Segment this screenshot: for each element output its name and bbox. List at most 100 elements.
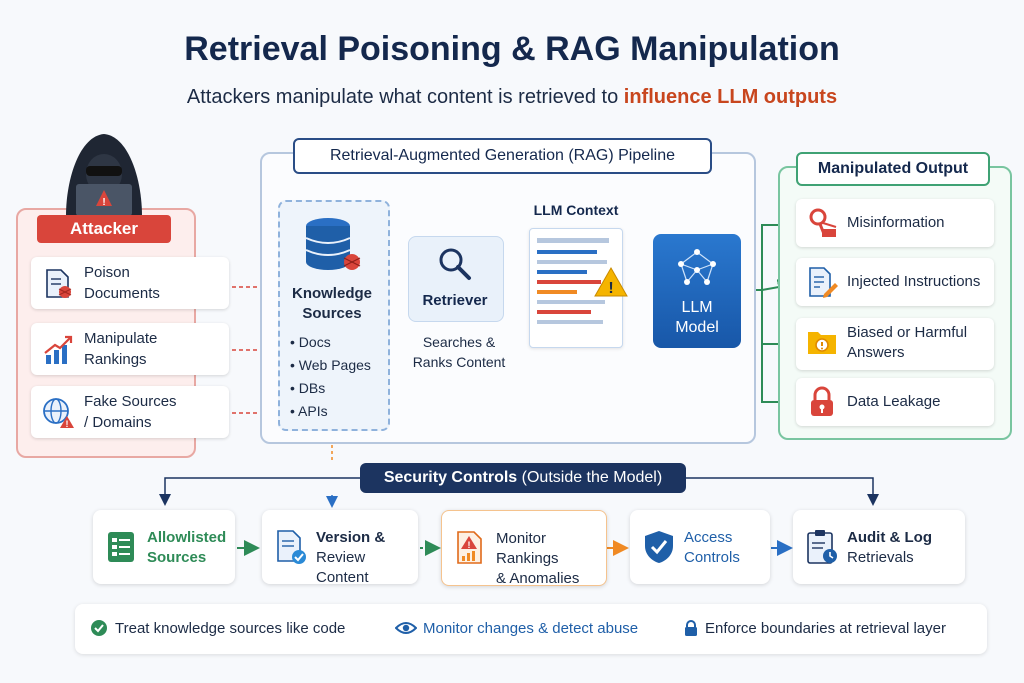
hooded-hacker-icon: !	[66, 134, 142, 216]
output-card-label: Injected Instructions	[847, 273, 981, 290]
list-item: • APIs	[290, 403, 328, 419]
database-bug-icon	[305, 218, 361, 270]
magnifier-icon	[439, 248, 471, 280]
knowledge-sources-list: • Docs • Web Pages • DBs • APIs	[290, 331, 371, 423]
practice-text: Enforce boundaries at retrieval layer	[705, 620, 946, 637]
label-line: Fake Sources	[84, 393, 177, 410]
retriever-description: Searches & Ranks Content	[405, 332, 513, 372]
attack-card-label: Poison Documents	[84, 262, 160, 304]
label-line: Controls	[684, 549, 740, 566]
warning-folder-icon	[808, 332, 836, 354]
output-card-label: Biased or Harmful Answers	[847, 323, 992, 363]
label-line: Documents	[84, 285, 160, 302]
label-line: Rankings	[84, 351, 147, 368]
padlock-icon	[811, 386, 833, 416]
label-line: Review Content	[316, 549, 369, 586]
output-card-label: Misinformation	[847, 214, 945, 231]
list-item-text: APIs	[298, 403, 328, 419]
list-item: • Docs	[290, 334, 331, 350]
security-card-label: Version & Review Content	[316, 528, 418, 588]
security-card-audit-log: Audit & Log Retrievals	[793, 510, 965, 584]
manipulated-output-label: Manipulated Output	[796, 152, 990, 186]
security-card-monitor-rankings: ! Monitor Rankings & Anomalies	[441, 510, 607, 589]
attack-card-manipulate-rankings: Manipulate Rankings	[31, 323, 229, 375]
list-item-text: Docs	[298, 334, 331, 350]
output-card-injected-instructions: Injected Instructions	[796, 258, 994, 306]
output-card-data-leakage: Data Leakage	[796, 378, 994, 426]
check-circle-icon	[91, 620, 107, 636]
checklist-icon	[108, 532, 134, 562]
misinformation-icon	[809, 208, 837, 237]
label-line: / Domains	[84, 414, 152, 431]
attack-card-fake-sources: ! Fake Sources / Domains	[31, 386, 229, 438]
practice-item: Treat knowledge sources like code	[91, 620, 345, 637]
attack-card-label: Manipulate Rankings	[84, 328, 157, 370]
audit-clipboard-icon	[807, 530, 837, 564]
label-line: Model	[675, 319, 719, 336]
retriever-label: Retriever	[422, 292, 488, 309]
svg-text:!: !	[468, 540, 471, 550]
practice-item: Monitor changes & detect abuse	[394, 620, 639, 637]
alert-chart-icon: !	[457, 531, 482, 564]
label-line: Sources	[147, 549, 207, 566]
page-title: Retrieval Poisoning & RAG Manipulation	[184, 30, 840, 68]
security-label-rest: (Outside the Model)	[521, 469, 663, 486]
context-document-icon: !	[537, 238, 628, 324]
list-item: • Web Pages	[290, 357, 371, 373]
security-card-allowlisted-sources: Allowlisted Sources	[93, 510, 235, 584]
edited-document-icon	[809, 267, 838, 298]
globe-warning-icon: !	[43, 398, 74, 429]
practice-text: Treat knowledge sources like code	[115, 620, 346, 637]
llm-context-label: LLM Context	[533, 202, 619, 218]
list-item: • DBs	[290, 380, 326, 396]
label-line: & Anomalies	[496, 570, 580, 587]
attack-card-poison-documents: Poison Documents	[31, 257, 229, 309]
label-line: Answers	[847, 344, 905, 361]
label-line: Audit & Log	[847, 529, 932, 546]
label-line: Access	[684, 529, 733, 546]
svg-text:!: !	[608, 280, 613, 297]
knowledge-sources-title: Knowledge Sources	[278, 284, 386, 324]
title-line: Sources	[302, 305, 362, 322]
lock-icon	[685, 620, 697, 636]
security-card-label: Access Controls	[684, 528, 740, 568]
label-line: Manipulate	[84, 330, 158, 347]
document-check-icon	[277, 530, 306, 564]
label-line: Monitor Rankings	[496, 530, 559, 567]
label-line: LLM	[681, 299, 713, 316]
attack-card-label: Fake Sources / Domains	[84, 391, 177, 433]
list-item-text: DBs	[298, 380, 326, 396]
label-line: Version &	[316, 529, 386, 546]
practice-text: Monitor changes & detect abuse	[423, 620, 639, 637]
svg-text:!: !	[102, 197, 105, 208]
list-item-text: Web Pages	[298, 357, 371, 373]
desc-line: Ranks Content	[412, 354, 506, 370]
output-card-label: Data Leakage	[847, 393, 941, 410]
label-line: Poison	[84, 264, 130, 281]
output-card-biased-answers: Biased or Harmful Answers	[796, 318, 994, 370]
security-card-label: Monitor Rankings & Anomalies	[496, 529, 606, 589]
security-card-label: Allowlisted Sources	[147, 528, 226, 568]
subtitle-highlight: influence LLM outputs	[623, 86, 838, 108]
label-line: Allowlisted	[147, 529, 227, 546]
neural-brain-icon	[678, 249, 716, 285]
security-controls-label: Security Controls (Outside the Model)	[360, 463, 686, 493]
output-card-misinformation: Misinformation	[796, 199, 994, 247]
security-card-label: Audit & Log Retrievals	[847, 528, 932, 568]
subtitle-prefix: Attackers manipulate what content is ret…	[186, 86, 619, 108]
llm-model-label: LLM Model	[653, 298, 741, 338]
rising-chart-icon	[44, 335, 73, 364]
eye-icon	[394, 622, 418, 634]
bug-document-icon	[46, 269, 72, 298]
label-line: Retrievals	[847, 549, 914, 566]
practice-item: Enforce boundaries at retrieval layer	[683, 620, 946, 637]
security-label-bold: Security Controls	[383, 469, 518, 486]
shield-check-icon	[645, 531, 673, 563]
title-line: Knowledge	[291, 285, 372, 302]
svg-text:!: !	[66, 419, 69, 429]
label-line: Biased or Harmful	[847, 324, 968, 341]
security-card-access-controls: Access Controls	[630, 510, 770, 584]
page-subtitle: Attackers manipulate what content is ret…	[0, 86, 1024, 109]
desc-line: Searches &	[422, 334, 496, 350]
best-practices-bar: Treat knowledge sources like code Monito…	[75, 604, 987, 654]
